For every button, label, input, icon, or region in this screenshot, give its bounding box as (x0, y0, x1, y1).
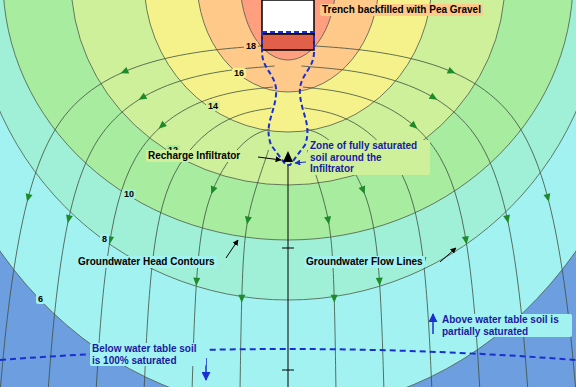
flow-line (303, 87, 480, 387)
center-axis (288, 165, 289, 387)
leader-line (226, 240, 238, 258)
flow-arrowhead (543, 193, 552, 203)
flow-line (0, 45, 276, 387)
contour-number: 10 (122, 189, 136, 199)
callout-label: Groundwater Head Contours (76, 256, 217, 268)
flow-line (305, 108, 433, 387)
flow-arrowhead (238, 295, 245, 303)
callout-label: Above water table soil is partially satu… (440, 314, 572, 337)
flow-arrowhead (24, 193, 33, 203)
leader-line (295, 162, 306, 163)
flow-arrowhead (359, 185, 368, 195)
flow-arrowhead (429, 93, 439, 103)
flow-lines (0, 45, 576, 387)
water-table (0, 349, 576, 360)
leader-line (440, 248, 456, 262)
contour-number: 16 (232, 68, 246, 78)
axis-tick (282, 248, 294, 249)
flow-line (48, 66, 275, 387)
infiltrator-symbol (283, 151, 293, 162)
contour-number: 8 (100, 234, 109, 244)
flow-arrowhead (193, 277, 201, 285)
up-arrow (432, 314, 434, 334)
flow-line (300, 45, 576, 387)
flow-arrowhead (156, 121, 167, 132)
contour-number: 18 (244, 41, 258, 51)
flow-arrowhead (324, 216, 332, 225)
trench (262, 0, 314, 34)
flow-arrowhead (462, 236, 470, 245)
flow-line (302, 66, 529, 387)
callout-label: Zone of fully saturated soil around the … (308, 140, 430, 175)
flow-line (308, 150, 337, 387)
flow-arrowhead (447, 67, 457, 77)
pea-gravel (262, 34, 314, 50)
flow-arrowhead (64, 215, 73, 224)
leader-line (258, 157, 281, 160)
flow-arrowhead (208, 185, 217, 195)
flow-arrowhead (244, 216, 252, 225)
flow-arrowhead (331, 295, 338, 303)
flow-arrowhead (376, 277, 384, 285)
axis-tick (282, 370, 294, 371)
flow-arrowhead (119, 67, 129, 77)
callout-label: Trench backfilled with Pea Gravel (320, 4, 483, 16)
callout-label: Recharge Infiltrator (146, 150, 242, 162)
flow-line (240, 150, 269, 387)
contour-number: 6 (36, 294, 45, 304)
contour-number: 14 (206, 101, 220, 111)
callout-label: Groundwater Flow Lines (304, 256, 425, 268)
band-14-16 (144, 0, 432, 132)
flow-arrowhead (137, 93, 147, 103)
flow-arrowhead (409, 121, 420, 132)
saturated-zone (262, 32, 314, 165)
flow-arrowhead (503, 215, 512, 224)
callout-label: Below water table soil is 100% saturated (90, 343, 206, 366)
flow-line (96, 87, 273, 387)
